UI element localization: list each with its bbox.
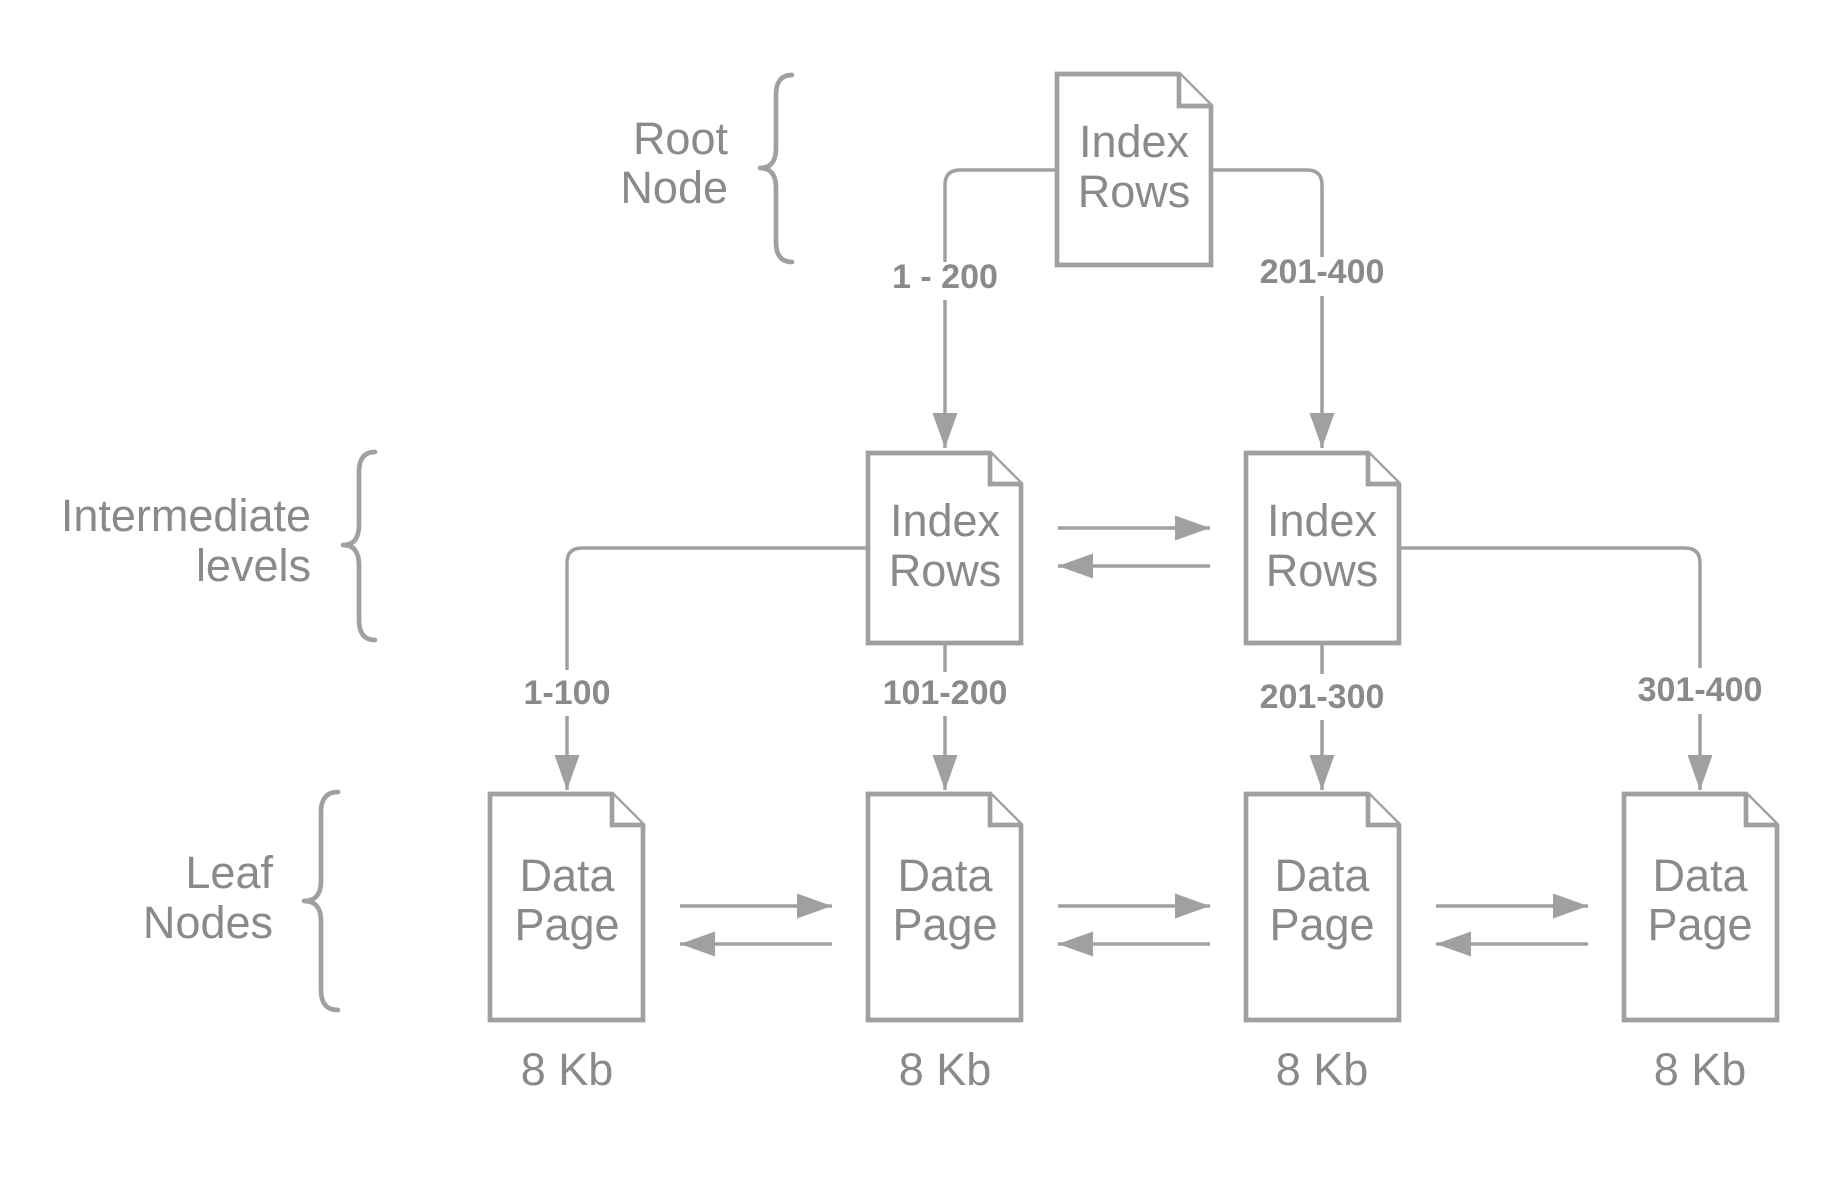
node-leaf-2-line1: Data <box>897 850 993 901</box>
page-shape <box>1054 71 1214 268</box>
connector-left-leaf1-upper <box>565 546 868 670</box>
brace-intermediate-levels <box>340 449 378 643</box>
page-shape <box>1621 791 1780 1023</box>
page-size-leaf-4: 8 Kb <box>1654 1044 1747 1095</box>
page-shape <box>865 450 1024 646</box>
edge-label-root-right: 201-400 <box>1260 253 1385 291</box>
page-fold <box>609 794 643 828</box>
node-root-index-rows: Index Rows <box>1054 71 1214 268</box>
level-label-root-line2: Node <box>620 162 728 213</box>
level-label-leaf-line2: Nodes <box>143 897 273 948</box>
edge-label-leaf-4: 301-400 <box>1638 671 1763 709</box>
page-size-leaf-1: 8 Kb <box>521 1044 614 1095</box>
node-leaf-4-line1: Data <box>1652 850 1748 901</box>
node-intermediate-right-line1: Index <box>1267 495 1378 546</box>
node-leaf-2-line2: Page <box>892 899 997 950</box>
page-fold <box>1365 794 1399 828</box>
node-leaf-3-data-page: Data Page <box>1243 791 1402 1023</box>
level-label-root-line1: Root <box>633 113 729 164</box>
page-size-leaf-2: 8 Kb <box>899 1044 992 1095</box>
level-label-intermediate-line2: levels <box>196 540 311 591</box>
node-intermediate-left-index-rows: Index Rows <box>865 450 1024 646</box>
level-label-leaf-line1: Leaf <box>185 847 273 898</box>
page-shape <box>1243 450 1402 646</box>
page-shape <box>487 791 646 1023</box>
node-intermediate-right-line2: Rows <box>1266 545 1379 596</box>
edge-label-root-left: 1 - 200 <box>892 258 998 296</box>
node-leaf-3-line1: Data <box>1274 850 1370 901</box>
page-fold <box>987 794 1021 828</box>
page-fold <box>1365 453 1399 487</box>
edge-label-leaf-1: 1-100 <box>524 674 611 712</box>
brace-root-node <box>757 72 795 265</box>
node-intermediate-left-line1: Index <box>890 495 1001 546</box>
connector-root-right-upper <box>1212 168 1324 257</box>
page-size-leaf-3: 8 Kb <box>1276 1044 1369 1095</box>
edge-label-leaf-2: 101-200 <box>883 674 1008 712</box>
connector-root-left-upper <box>943 168 1056 262</box>
connector-right-leaf4-upper <box>1399 546 1702 668</box>
page-fold <box>1176 74 1211 109</box>
node-leaf-4-line2: Page <box>1647 899 1752 950</box>
edge-label-leaf-3: 201-300 <box>1260 678 1385 716</box>
page-fold <box>987 453 1021 487</box>
brace-leaf-nodes <box>301 789 341 1013</box>
page-shape <box>865 791 1024 1023</box>
node-leaf-1-line2: Page <box>514 899 619 950</box>
node-intermediate-left-line2: Rows <box>889 545 1002 596</box>
node-root-line2: Rows <box>1078 166 1191 217</box>
level-label-intermediate-line1: Intermediate <box>61 490 311 541</box>
page-fold <box>1743 794 1777 828</box>
node-leaf-3-line2: Page <box>1269 899 1374 950</box>
node-leaf-1-data-page: Data Page <box>487 791 646 1023</box>
page-shape <box>1243 791 1402 1023</box>
node-root-line1: Index <box>1079 116 1190 167</box>
node-leaf-2-data-page: Data Page <box>865 791 1024 1023</box>
node-intermediate-right-index-rows: Index Rows <box>1243 450 1402 646</box>
node-leaf-1-line1: Data <box>519 850 615 901</box>
node-leaf-4-data-page: Data Page <box>1621 791 1780 1023</box>
